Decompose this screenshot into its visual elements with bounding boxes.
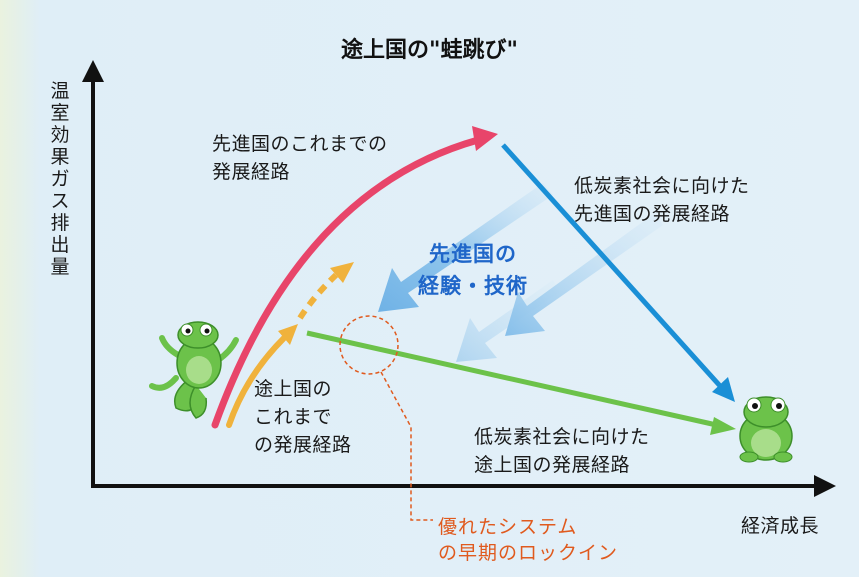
y-axis-label-char: 効 bbox=[50, 124, 70, 146]
developing-path-projection bbox=[297, 272, 339, 320]
knowhow-label-line: 経験・技術 bbox=[418, 274, 528, 298]
x-axis-label: 経済成長 bbox=[741, 515, 820, 537]
axes bbox=[82, 60, 836, 497]
y-axis-arrowhead bbox=[82, 60, 104, 82]
y-axis-label-char: 温 bbox=[50, 80, 70, 102]
developing-lowcarbon-arrowhead bbox=[710, 417, 736, 435]
frog-sitting-icon bbox=[739, 396, 793, 463]
developing-lowcarbon-label-line: 途上国の発展経路 bbox=[474, 454, 631, 476]
developing-path-label-line: 途上国の bbox=[254, 378, 333, 400]
developed-lowcarbon-label-line: 低炭素社会に向けた bbox=[574, 175, 750, 197]
y-axis-label-char: 室 bbox=[50, 102, 70, 124]
y-axis-label-char: ス bbox=[50, 190, 70, 212]
developed-path-label-line: 発展経路 bbox=[212, 161, 291, 183]
lockin-label-line: の早期のロックイン bbox=[438, 542, 619, 564]
developing-path-curve bbox=[226, 335, 287, 428]
knowhow-arrow-lower bbox=[456, 280, 560, 362]
developing-lowcarbon-label-line: 低炭素社会に向けた bbox=[474, 426, 650, 448]
developing-path-arrowhead bbox=[278, 324, 298, 345]
developing-lowcarbon-line bbox=[306, 330, 722, 429]
developing-path-label-line: これまで bbox=[254, 406, 333, 428]
knowhow-label: 先進国の 経験・技術 bbox=[418, 238, 528, 302]
diagram-title: 途上国の"蛙跳び" bbox=[341, 38, 518, 63]
y-axis-label-char: 排 bbox=[50, 212, 70, 234]
frog-jumping-icon bbox=[149, 321, 239, 419]
developing-path-label-line: の発展経路 bbox=[254, 434, 352, 456]
developed-lowcarbon-line bbox=[501, 143, 723, 389]
developed-path-curve bbox=[211, 136, 482, 429]
developed-path-label: 先進国のこれまでの 発展経路 bbox=[212, 130, 388, 186]
developing-path-projection-arrowhead bbox=[330, 262, 354, 283]
knowhow-arrows bbox=[378, 183, 663, 362]
lockin-label-line: 優れたシステム bbox=[438, 516, 578, 538]
lockin-circle bbox=[339, 315, 399, 375]
developed-path-label-line: 先進国のこれまでの bbox=[212, 133, 388, 155]
x-axis-arrowhead bbox=[814, 475, 836, 497]
knowhow-arrow-upper bbox=[378, 183, 553, 312]
knowhow-label-line: 先進国の bbox=[429, 242, 517, 266]
y-axis-label-char: 果 bbox=[50, 146, 70, 168]
lockin-label: 優れたシステム の早期のロックイン bbox=[438, 514, 618, 566]
developing-path-label: 途上国の これまで の発展経路 bbox=[254, 375, 352, 459]
developed-lowcarbon-arrowhead bbox=[712, 377, 735, 402]
developed-lowcarbon-label-line: 先進国の発展経路 bbox=[574, 203, 731, 225]
developed-path-arrowhead bbox=[472, 126, 498, 151]
y-axis-label-char: 出 bbox=[50, 234, 70, 256]
developing-lowcarbon-label: 低炭素社会に向けた 途上国の発展経路 bbox=[474, 423, 650, 479]
lockin-leader bbox=[380, 371, 433, 521]
knowhow-arrow-right bbox=[505, 213, 663, 336]
y-axis-label-char: 量 bbox=[50, 256, 70, 278]
y-axis-label-char: ガ bbox=[50, 168, 70, 190]
y-axis-label: 温室効果ガス排出量 bbox=[48, 80, 72, 278]
developed-lowcarbon-label: 低炭素社会に向けた 先進国の発展経路 bbox=[574, 172, 750, 228]
